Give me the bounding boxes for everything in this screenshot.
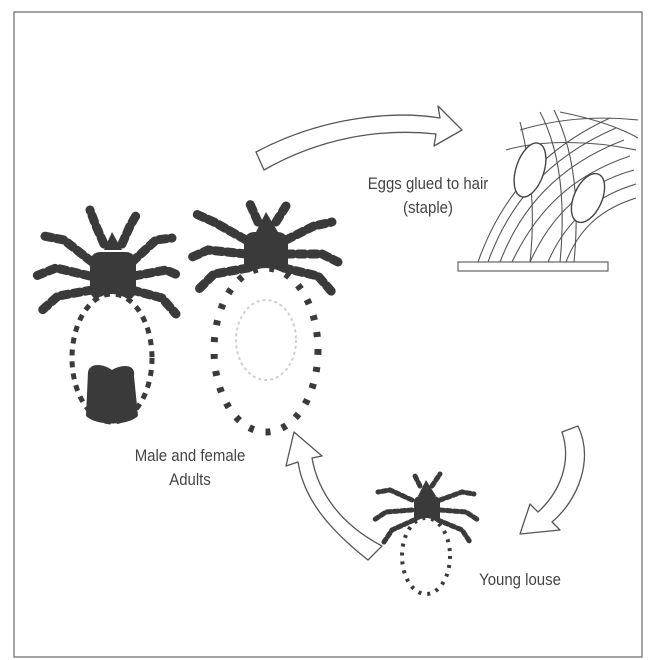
- adults-label-line1: Male and female: [102, 444, 278, 468]
- arrow-to-young-louse: [520, 426, 584, 534]
- young-louse-label: Young louse: [454, 568, 586, 592]
- eggs-label: Eggs glued to hair (staple): [331, 172, 525, 220]
- eggs-label-line2: (staple): [331, 196, 525, 220]
- adult-louse-male: [36, 210, 180, 424]
- arrow-to-eggs: [256, 106, 462, 170]
- adults-label-line2: Adults: [102, 468, 278, 492]
- adults-label: Male and female Adults: [102, 444, 278, 492]
- arrow-to-adults: [286, 432, 382, 560]
- adult-louse-female: [190, 204, 338, 432]
- skin-strip: [458, 262, 608, 271]
- eggs-label-line1: Eggs glued to hair: [331, 172, 525, 196]
- young-louse-label-text: Young louse: [454, 568, 586, 592]
